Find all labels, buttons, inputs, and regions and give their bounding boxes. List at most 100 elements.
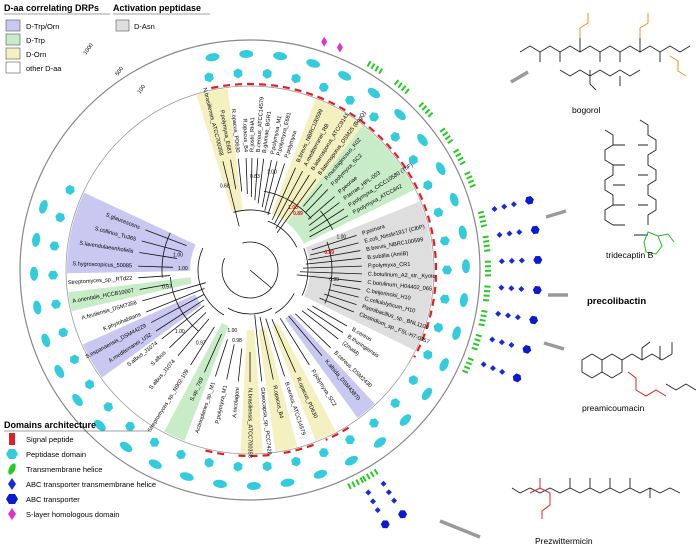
abc-tm-helix-marker [370, 498, 377, 505]
peptidase-domain-marker [148, 459, 162, 469]
abc-tm-helix-marker [514, 314, 521, 321]
branch-arc-1 [267, 220, 298, 248]
transmembrane-helix-marker [459, 160, 466, 166]
abc-tm-helix-marker [480, 361, 487, 368]
leaf-label-25: C.botulinum_A2_str._Kyoto [368, 272, 436, 280]
transmembrane-helix-marker [482, 235, 489, 239]
peptidase-domain-marker [291, 456, 301, 467]
leaf-label-5: B.cereus_ATCC14579 [256, 97, 266, 153]
branch-51 [150, 294, 205, 323]
peptidase-domain-marker [433, 207, 444, 218]
transmembrane-helix-marker [483, 239, 490, 243]
clade-sector-6 [258, 327, 298, 452]
branch-8 [264, 161, 278, 211]
abc-tm-helix-marker [498, 284, 505, 291]
peptidase-domain-marker [390, 132, 401, 142]
peptidase-domain-marker [408, 154, 418, 165]
legend-marker-domain-3 [8, 478, 16, 490]
transmembrane-helix-marker [466, 175, 473, 180]
branch-arc-8 [320, 210, 334, 230]
transmembrane-helix-marker [478, 215, 486, 219]
branch-35 [288, 315, 323, 357]
peptidase-domain-marker [39, 200, 48, 214]
compound-bogorol: bogorol [519, 13, 691, 115]
abc-tm-helix-marker [380, 480, 387, 487]
transmembrane-helix-marker [474, 338, 481, 342]
signal-peptide-arc-3 [204, 449, 225, 456]
peptidase-domain-marker [338, 71, 352, 81]
transmembrane-helix-marker [480, 314, 487, 318]
transmembrane-helix-marker [373, 468, 379, 475]
transmembrane-helix-marker [453, 148, 460, 154]
branch-40 [254, 314, 263, 382]
transmembrane-helix-marker [472, 342, 480, 347]
pointer-bogorol [510, 70, 529, 84]
transmembrane-helix-marker [361, 475, 367, 482]
abc-transporter-marker [522, 345, 532, 354]
compound-name-tridecaptin: tridecaptin B [606, 250, 654, 260]
transmembrane-helix-marker [469, 183, 476, 189]
branch-arc-4 [227, 307, 273, 315]
legend-label-drp-1: D-Trp [26, 36, 45, 45]
peptidase-domain-marker [318, 82, 329, 92]
branch-43 [226, 344, 235, 380]
peptidase-domain-marker [94, 419, 106, 432]
outer-scale-ring [19, 39, 481, 501]
peptidase-domain-marker [41, 333, 51, 348]
leaf-label-43: P.polymyxa_M1 [215, 385, 229, 424]
branch-59 [145, 229, 187, 247]
peptidase-domain-marker [33, 300, 42, 315]
pointer-tridecaptin [545, 209, 567, 219]
branch-44 [215, 339, 228, 377]
peptidase-domain-marker [306, 59, 320, 68]
transmembrane-helix-marker [418, 101, 425, 108]
branch-arc-3 [274, 293, 295, 314]
branch-47 [177, 318, 210, 357]
legend-label-domain-4: ABC transporter [26, 495, 80, 504]
transmembrane-helix-marker [484, 269, 492, 272]
abc-tm-helix-marker [499, 368, 506, 375]
branch-52 [146, 287, 205, 313]
peptidase-domain-marker [344, 95, 355, 105]
peptidase-domain-marker [204, 72, 214, 83]
clade-sector-1 [271, 99, 363, 223]
peptidase-domain-marker [65, 184, 75, 195]
peptidase-domain-marker [435, 162, 446, 176]
peptidase-domain-marker [318, 448, 329, 458]
transmembrane-helix-marker [424, 108, 431, 115]
inner-ring [65, 85, 435, 455]
branch-50 [155, 299, 205, 332]
branch-17 [308, 202, 340, 226]
peptidase-domain-marker [125, 421, 136, 431]
legend-activation-title: Activation peptidase [113, 3, 201, 13]
peptidase-domain-marker [373, 437, 387, 448]
peptidase-domain-marker [461, 259, 470, 274]
legend-drps-title: D-aa correlating DRPs [4, 3, 99, 13]
tree-branches [138, 158, 362, 382]
peptidase-domain-marker [421, 387, 433, 401]
branch-56 [138, 265, 174, 268]
branch-55 [138, 275, 171, 279]
branch-10 [272, 167, 296, 220]
legend-marker-domain-4 [6, 494, 18, 504]
peptidase-domain-marker [54, 364, 65, 378]
transmembrane-helix-marker [484, 260, 491, 263]
legend-domains: Domains architecture Signal peptidePepti… [4, 420, 156, 520]
signal-peptide-arc-1 [282, 443, 314, 455]
abc-transporter-marker [398, 510, 408, 519]
preamicoumacin-tail [665, 383, 697, 391]
transmembrane-helix-marker [479, 318, 486, 322]
branch-27 [332, 284, 361, 290]
peptidase-domain-marker [180, 472, 194, 481]
branch-34 [295, 313, 331, 349]
transmembrane-helix-marker [465, 361, 473, 366]
abc-tm-helix-marker [510, 201, 517, 208]
abc-tm-helix-marker [508, 341, 515, 348]
abc-transporter-marker [529, 315, 539, 325]
peptidase-domain-marker [399, 414, 412, 426]
peptidase-domain-marker [262, 68, 272, 79]
transmembrane-helix-marker [484, 249, 491, 252]
scale-tick-100: 100 [137, 84, 147, 95]
leaf-label-42: A.nicolagoni [232, 387, 241, 418]
compound-pointers [439, 70, 568, 539]
